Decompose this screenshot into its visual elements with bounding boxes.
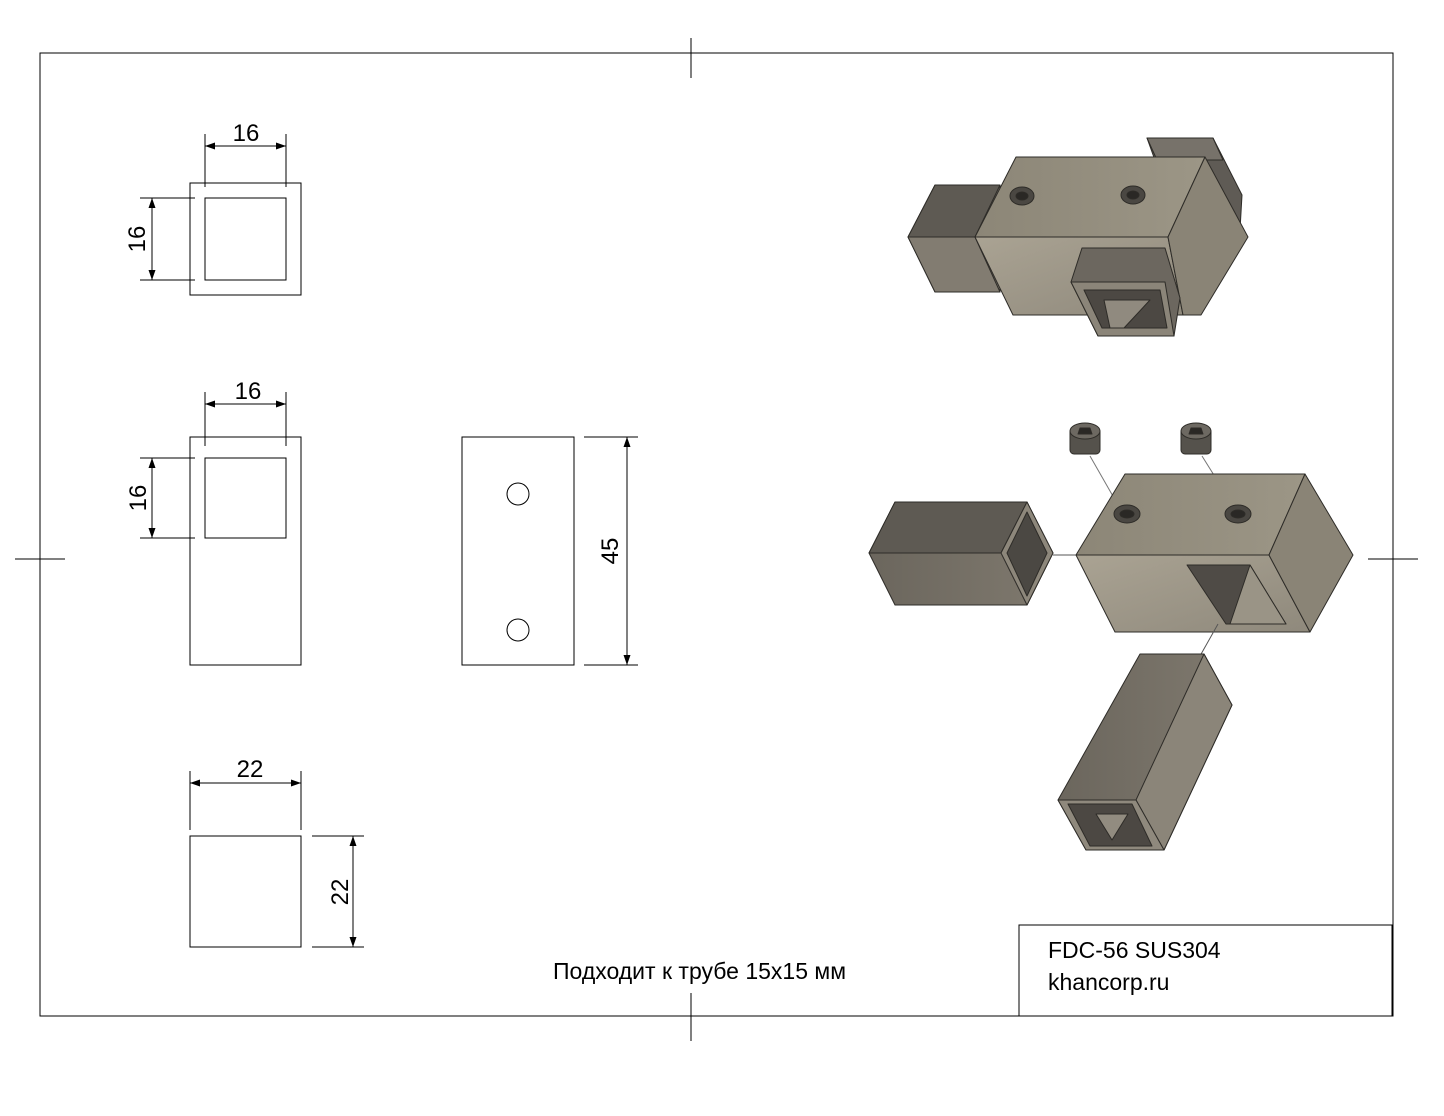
website-link[interactable]: khancorp.ru <box>1048 969 1170 995</box>
isometric-exploded-view <box>868 422 1354 851</box>
front-view-width-dim: 16 <box>235 378 262 405</box>
isometric-assembled-view <box>907 137 1249 337</box>
bottom-view-height-dim: 22 <box>327 879 354 906</box>
front-view <box>140 392 302 666</box>
title-block: FDC-56 SUS304 khancorp.ru <box>1019 925 1392 1016</box>
set-screw-right <box>1180 422 1212 455</box>
bottom-view <box>189 771 364 948</box>
bottom-view-width-dim: 22 <box>237 756 264 783</box>
tube-compatibility-note: Подходит к трубе 15х15 мм <box>553 958 847 984</box>
front-view-height-dim: 16 <box>125 485 152 512</box>
sheet-frame <box>15 38 1418 1041</box>
top-view-height-dim: 16 <box>124 226 151 253</box>
side-view <box>461 436 638 666</box>
model-label: FDC-56 SUS304 <box>1048 937 1221 963</box>
set-screw-left <box>1069 422 1101 455</box>
top-view <box>140 134 302 296</box>
title-block-frame <box>1018 924 1393 1017</box>
top-view-width-dim: 16 <box>233 120 260 147</box>
side-view-length-dim: 45 <box>597 538 624 565</box>
